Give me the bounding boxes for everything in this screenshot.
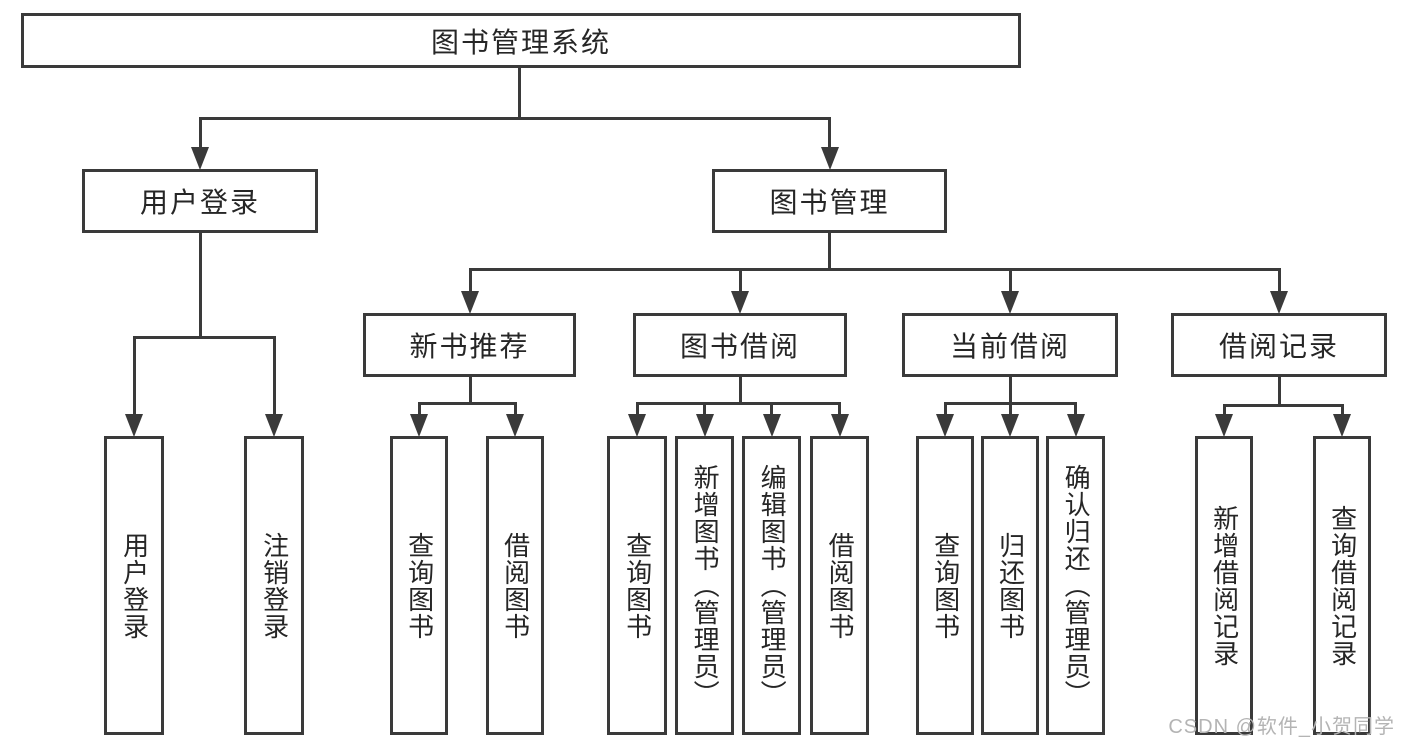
node-current-borrow: 当前借阅: [902, 313, 1118, 377]
arrowhead: [410, 414, 428, 437]
connector-stub: [517, 68, 521, 120]
node-borrow-records: 借阅记录: [1171, 313, 1387, 377]
arrowhead: [1215, 414, 1233, 437]
leaf-add-borrow-record: 新增借阅记录: [1195, 436, 1253, 735]
leaf-borrow-books-borrow-label: 借阅图书: [825, 531, 856, 640]
node-book-management-label: 图书管理: [769, 187, 890, 218]
connector-rail: [132, 336, 276, 339]
leaf-query-books-borrow-label: 查询图书: [622, 531, 653, 640]
connector-stem: [635, 402, 639, 414]
connector-rail: [1222, 404, 1344, 407]
csdn-watermark: CSDN @软件_小贺同学: [1168, 716, 1395, 738]
leaf-add-book-admin: 新增图书（管理员）: [675, 436, 734, 735]
arrowhead: [265, 414, 283, 437]
leaf-edit-book-admin: 编辑图书（管理员）: [742, 436, 801, 735]
leaf-query-books-current: 查询图书: [916, 436, 974, 735]
node-library-system-label: 图书管理系统: [430, 26, 611, 58]
connector-rail: [417, 402, 517, 405]
connector-stem: [828, 117, 831, 147]
connector-stem: [943, 402, 947, 414]
connector-stub: [828, 233, 831, 271]
node-book-borrow: 图书借阅: [633, 313, 847, 377]
leaf-logout: 注销登录: [244, 436, 304, 735]
node-library-system: 图书管理系统: [21, 13, 1021, 68]
connector-stem: [513, 402, 517, 414]
arrowhead: [1333, 414, 1351, 437]
node-user-login: 用户登录: [82, 169, 318, 233]
connector-stem: [838, 402, 841, 414]
connector-stem: [1008, 402, 1012, 414]
connector-stem: [132, 336, 136, 414]
arrowhead: [628, 414, 646, 437]
connector-stem: [703, 402, 706, 414]
node-book-management: 图书管理: [712, 169, 947, 233]
leaf-confirm-return-admin: 确认归还（管理员）: [1046, 436, 1105, 735]
connector-stub: [1008, 377, 1012, 405]
leaf-confirm-return-admin-label: 确认归还（管理员）: [1061, 464, 1092, 707]
connector-stem: [1008, 268, 1012, 291]
arrowhead: [1270, 291, 1288, 314]
connector-stem: [770, 402, 773, 414]
connector-stem: [1340, 404, 1344, 414]
node-current-borrow-label: 当前借阅: [949, 331, 1070, 362]
connector-rail: [198, 117, 831, 120]
node-book-borrow-label: 图书借阅: [679, 331, 800, 362]
arrowhead: [125, 414, 143, 437]
arrowhead: [830, 414, 849, 437]
connector-stem: [272, 336, 276, 414]
leaf-query-books-recommend-label: 查询图书: [404, 531, 435, 640]
arrowhead: [731, 291, 749, 314]
connector-stem: [1277, 268, 1281, 291]
arrowhead: [820, 147, 839, 170]
leaf-borrow-books-recommend: 借阅图书: [486, 436, 544, 735]
connector-stub: [738, 377, 742, 405]
leaf-add-borrow-record-label: 新增借阅记录: [1209, 504, 1240, 667]
connector-stem: [468, 268, 472, 291]
connector-stub: [1277, 377, 1281, 407]
leaf-query-borrow-record: 查询借阅记录: [1313, 436, 1371, 735]
arrowhead: [1001, 291, 1019, 314]
node-user-login-label: 用户登录: [139, 187, 260, 218]
leaf-return-book-label: 归还图书: [995, 531, 1026, 640]
connector-stem: [198, 117, 202, 147]
leaf-user-login: 用户登录: [104, 436, 164, 735]
arrowhead: [762, 414, 781, 437]
arrowhead: [506, 414, 524, 437]
connector-stem: [738, 268, 742, 291]
arrowhead: [936, 414, 954, 437]
leaf-query-borrow-record-label: 查询借阅记录: [1327, 504, 1358, 667]
connector-stub: [198, 233, 202, 339]
connector-stem: [1222, 404, 1226, 414]
connector-stem: [1074, 402, 1077, 414]
leaf-borrow-books-borrow: 借阅图书: [810, 436, 869, 735]
arrowhead: [1066, 414, 1085, 437]
leaf-borrow-books-recommend-label: 借阅图书: [500, 531, 531, 640]
arrowhead: [1001, 414, 1019, 437]
connector-stem: [417, 402, 421, 414]
arrowhead: [191, 147, 209, 170]
leaf-query-books-current-label: 查询图书: [930, 531, 961, 640]
arrowhead: [695, 414, 714, 437]
leaf-query-books-borrow: 查询图书: [607, 436, 667, 735]
leaf-query-books-recommend: 查询图书: [390, 436, 448, 735]
leaf-user-login-label: 用户登录: [119, 531, 150, 640]
leaf-edit-book-admin-label: 编辑图书（管理员）: [757, 464, 788, 707]
node-new-book-recommend-label: 新书推荐: [409, 331, 530, 362]
leaf-add-book-admin-label: 新增图书（管理员）: [690, 464, 721, 707]
connector-rail: [635, 402, 841, 405]
leaf-return-book: 归还图书: [981, 436, 1039, 735]
connector-stub: [468, 377, 472, 405]
node-borrow-records-label: 借阅记录: [1218, 331, 1339, 362]
arrowhead: [461, 291, 479, 314]
connector-rail: [468, 268, 1281, 271]
leaf-logout-label: 注销登录: [259, 531, 290, 640]
node-new-book-recommend: 新书推荐: [363, 313, 576, 377]
